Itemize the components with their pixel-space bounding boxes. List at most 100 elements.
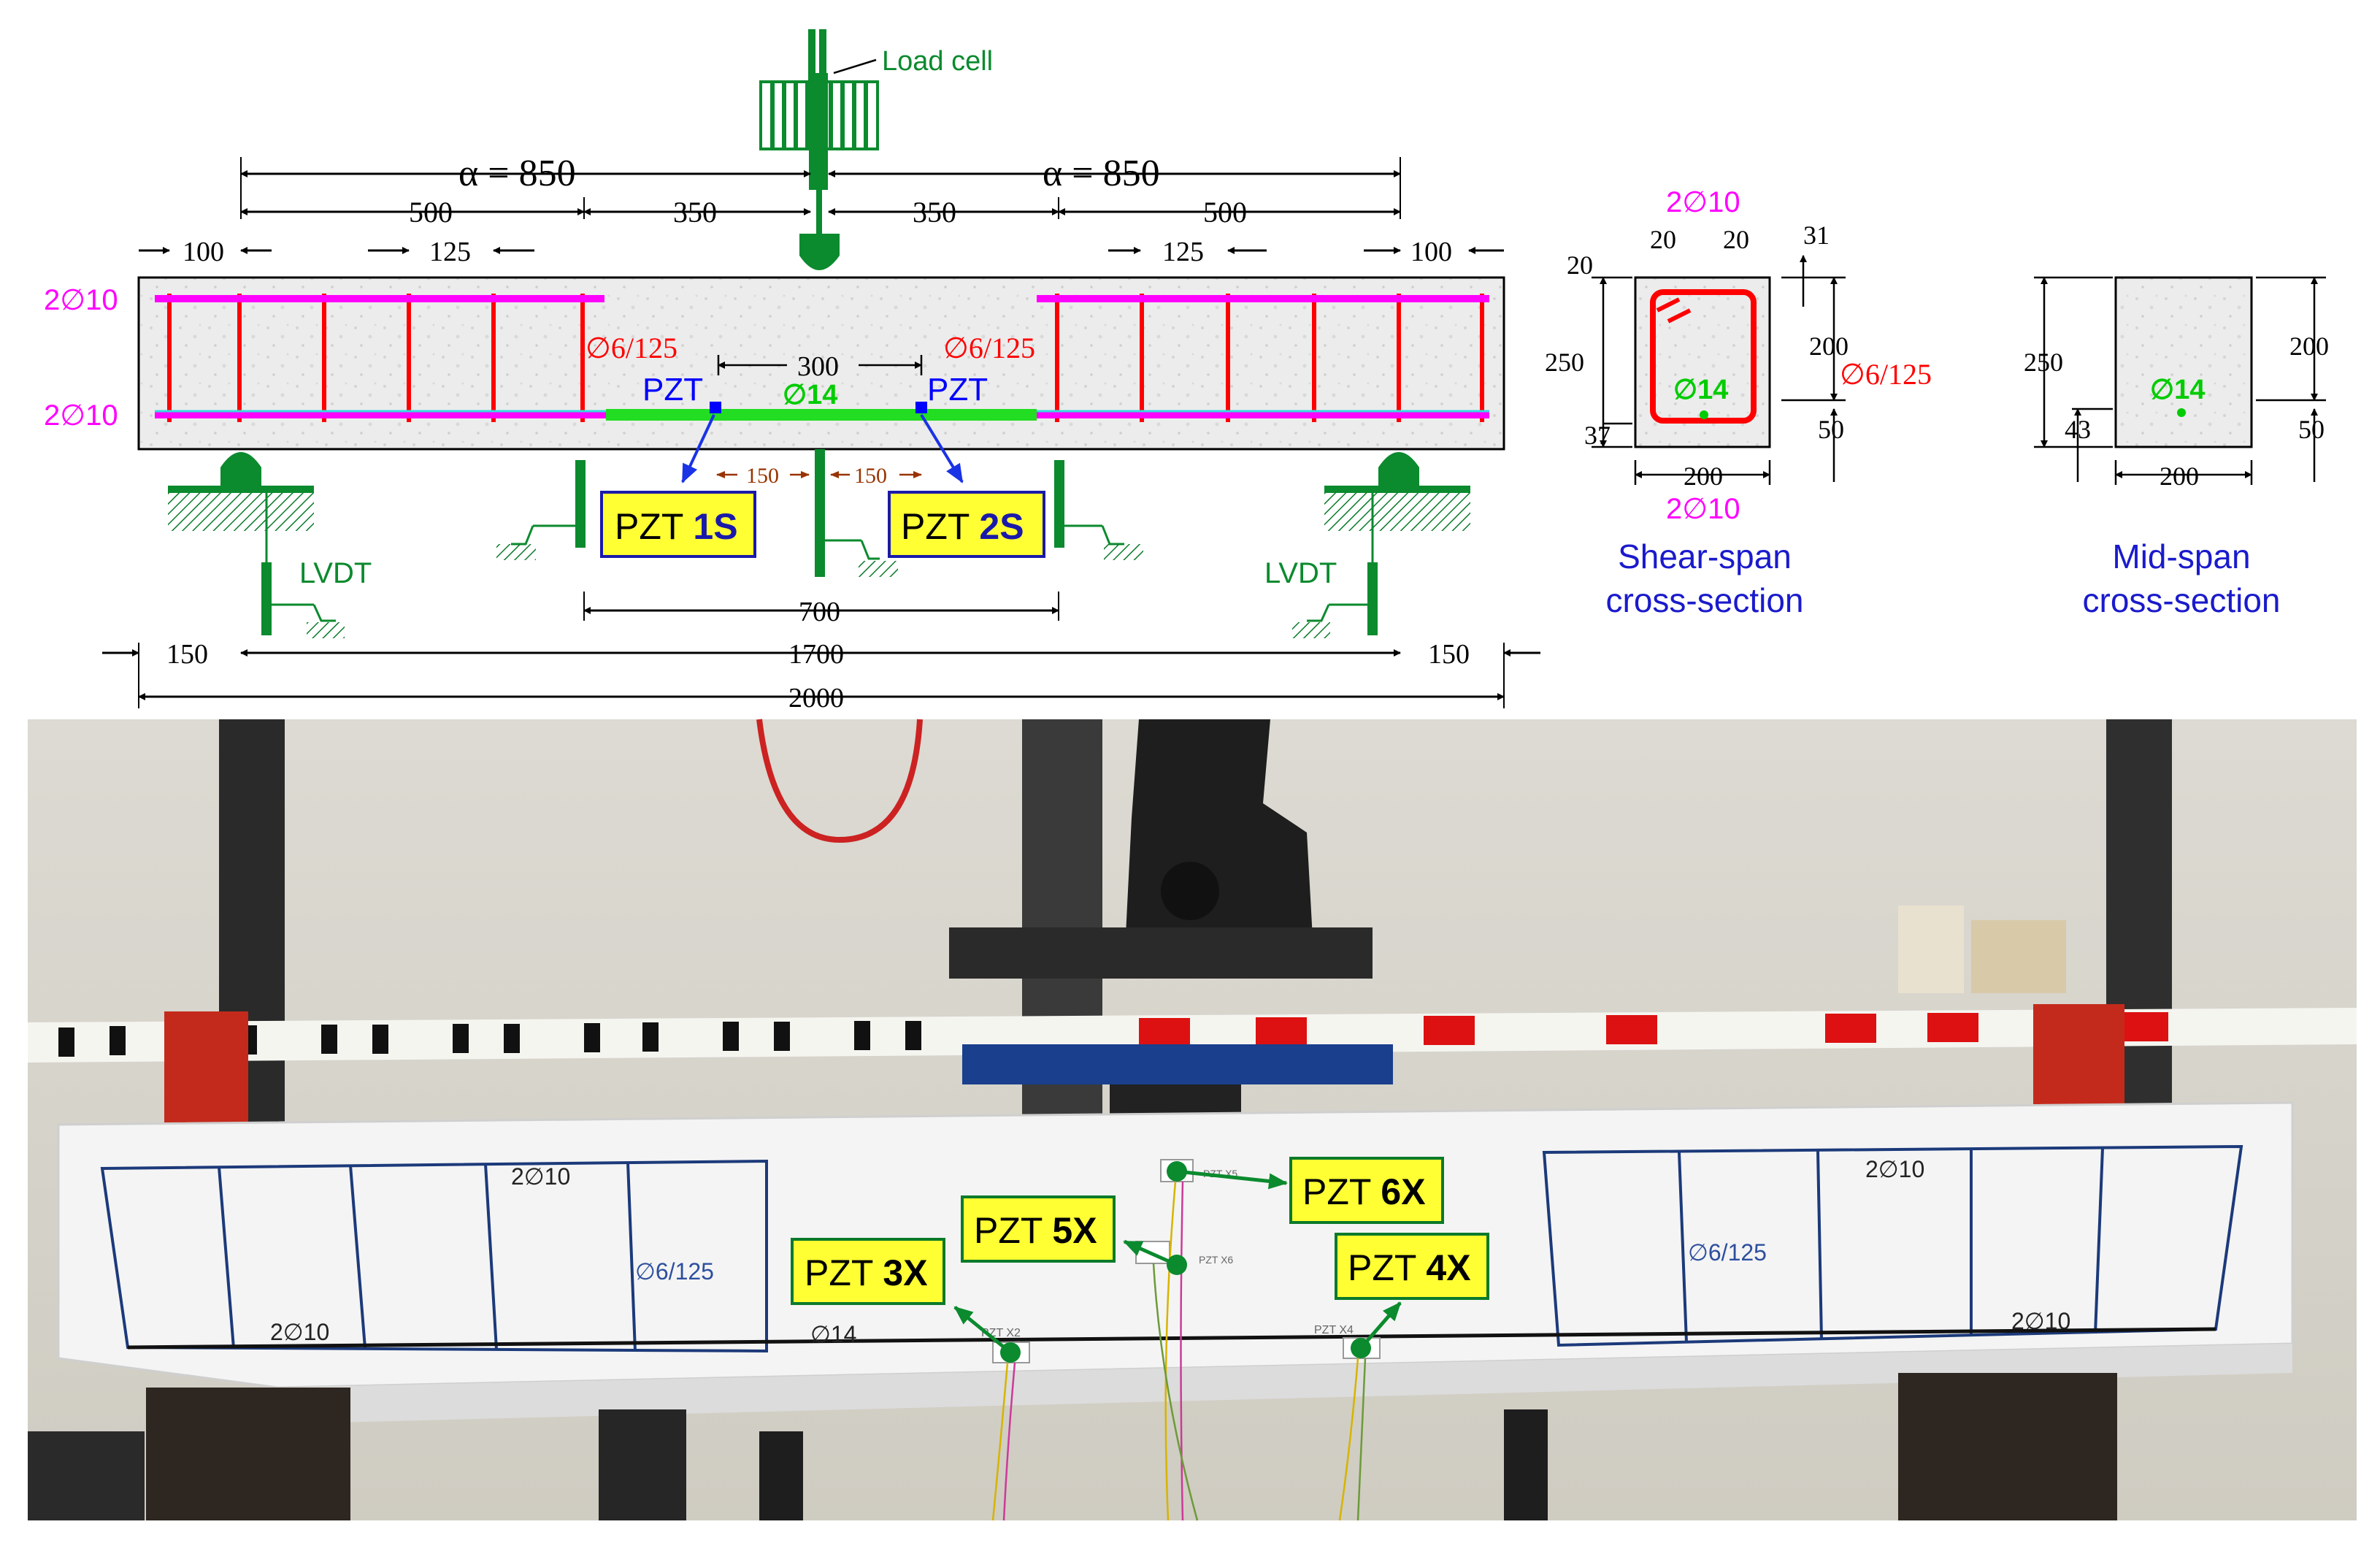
right-support	[1324, 452, 1470, 531]
mid-d50: 50	[2298, 415, 2325, 444]
shear-d250: 250	[1545, 348, 1584, 377]
shear-stirrup: ∅6/125	[1840, 358, 1932, 391]
shear-d31: 31	[1803, 221, 1830, 250]
dim-150-end-left: 150	[166, 639, 208, 670]
dim-125-right: 125	[1162, 237, 1204, 267]
dim-1700: 1700	[788, 639, 844, 670]
photo-bottom-bars-right: 2∅10	[2011, 1308, 2070, 1334]
measuring-ruler	[28, 1008, 2357, 1063]
pzt-2s-id: 2S	[979, 506, 1024, 547]
photo-stirrup-left: ∅6/125	[635, 1258, 714, 1285]
mid-d200: 200	[2289, 332, 2329, 361]
mid-caption-1: Mid-span	[2112, 537, 2250, 575]
svg-text:PZT 5X: PZT 5X	[974, 1210, 1097, 1251]
alpha-right-label: α = 850	[1043, 153, 1160, 194]
pzt-1s-marker	[710, 402, 721, 413]
pzt-4x-prefix: PZT	[1348, 1247, 1426, 1288]
pzt-5x-id: 5X	[1052, 1210, 1097, 1251]
dim-150-a: 150	[746, 464, 779, 488]
pzt-3x-label: PZT 3X	[791, 1238, 945, 1305]
top-bars-label: 2∅10	[44, 284, 118, 316]
stirrup-label-right: ∅6/125	[943, 332, 1035, 364]
dim-100-left: 100	[183, 237, 224, 267]
shear-d50: 50	[1818, 415, 1844, 444]
svg-text:PZT 3X: PZT 3X	[805, 1252, 928, 1293]
dim-500-right: 500	[1203, 196, 1247, 229]
pzt-2s-marker	[915, 402, 927, 413]
load-cell-label: Load cell	[882, 46, 993, 77]
mid-width: 200	[2160, 462, 2199, 491]
svg-text:PZT 4X: PZT 4X	[1348, 1247, 1471, 1288]
bottom-bars	[155, 409, 1489, 421]
stirrup-label-left: ∅6/125	[586, 332, 677, 364]
stirrups	[167, 294, 1484, 422]
beam-elevation-drawing: Load cell α = 850 α = 850 500	[44, 29, 1540, 713]
pzt-6x-prefix: PZT	[1302, 1171, 1381, 1212]
dimension-lines	[139, 157, 1504, 254]
dim-100-right: 100	[1410, 237, 1452, 267]
shear-bar-label: ∅14	[1673, 375, 1728, 405]
lvdt-left-label: LVDT	[299, 557, 372, 589]
shear-top-bars: 2∅10	[1666, 186, 1740, 218]
test-setup-photo: 2∅10 2∅10 2∅10 2∅10 ∅14 ∅6/125 ∅6/125 PZ…	[28, 719, 2357, 1521]
pzt-right-label: PZT	[927, 372, 988, 407]
shear-caption-1: Shear-span	[1618, 537, 1792, 575]
mid-span-cross-section: ∅14 250 200 43 50 200 Mid-span cross-sec…	[2024, 276, 2329, 619]
bottom-bars-label: 2∅10	[44, 399, 118, 432]
pzt-1s-prefix: PZT	[615, 506, 693, 547]
shear-d20-b: 20	[1723, 225, 1749, 254]
dim-2000: 2000	[788, 683, 844, 713]
lvdt-left: LVDT	[261, 486, 372, 638]
pzt-5x-label: PZT 5X	[961, 1195, 1116, 1263]
tag-pzt-x4: PZT X4	[1314, 1324, 1354, 1336]
gauge-left	[496, 460, 586, 560]
shear-bottom-bars: 2∅10	[1666, 493, 1740, 525]
pzt-6x-label: PZT 6X	[1289, 1157, 1444, 1224]
pzt-4x-id: 4X	[1426, 1247, 1470, 1288]
photo-top-bars-left: 2∅10	[511, 1163, 570, 1190]
mid-d43: 43	[2065, 415, 2091, 444]
photo-stirrup-right: ∅6/125	[1688, 1239, 1767, 1266]
pzt-3x-id: 3X	[883, 1252, 927, 1293]
dim-300: 300	[797, 351, 839, 382]
pzt-1s-box: PZT 1S	[600, 491, 756, 558]
pzt-3x-prefix: PZT	[805, 1252, 883, 1293]
shear-span-cross-section: 2∅10 20 20 31 20 ∅14 250 200 ∅6/125 37 5…	[1545, 186, 1932, 619]
pzt-6x-id: 6X	[1381, 1171, 1425, 1212]
load-cell-assembly: Load cell	[759, 29, 993, 270]
alpha-left-label: α = 850	[458, 153, 576, 194]
left-support	[168, 452, 314, 531]
mid-d250: 250	[2024, 348, 2063, 377]
main-bar-label: ∅14	[783, 380, 837, 410]
shear-caption-2: cross-section	[1606, 581, 1804, 619]
shear-d20-side: 20	[1567, 250, 1593, 280]
gauge-mid	[815, 449, 898, 577]
dim-350-left: 350	[673, 196, 717, 229]
shear-width: 200	[1684, 462, 1723, 491]
photo-top-bars-right: 2∅10	[1865, 1156, 1924, 1182]
pzt-5x-prefix: PZT	[974, 1210, 1052, 1251]
photo-bottom-bars-left: 2∅10	[270, 1319, 329, 1345]
dim-125-left: 125	[429, 237, 471, 267]
shear-d20-a: 20	[1650, 225, 1676, 254]
svg-text:PZT 6X: PZT 6X	[1302, 1171, 1426, 1212]
shear-d37: 37	[1584, 421, 1611, 450]
mid-bar-label: ∅14	[2150, 375, 2205, 405]
dim-350-right: 350	[913, 196, 956, 229]
pzt-1s-id: 1S	[693, 506, 737, 547]
photo-main-bar: ∅14	[810, 1321, 856, 1347]
tag-pzt-x6: PZT X6	[1199, 1254, 1233, 1266]
gauge-right	[1054, 460, 1143, 560]
dim-500-left: 500	[409, 196, 453, 229]
pzt-4x-label: PZT 4X	[1335, 1233, 1489, 1300]
svg-text:PZT 1S: PZT 1S	[615, 506, 738, 547]
svg-text:PZT 2S: PZT 2S	[901, 506, 1024, 547]
mid-caption-2: cross-section	[2083, 581, 2281, 619]
dim-150-b: 150	[854, 464, 887, 488]
pzt-2s-prefix: PZT	[901, 506, 979, 547]
lvdt-right-label: LVDT	[1264, 557, 1337, 589]
shear-d200: 200	[1809, 332, 1849, 361]
dim-700: 700	[799, 597, 840, 627]
lvdt-right: LVDT	[1264, 486, 1378, 638]
